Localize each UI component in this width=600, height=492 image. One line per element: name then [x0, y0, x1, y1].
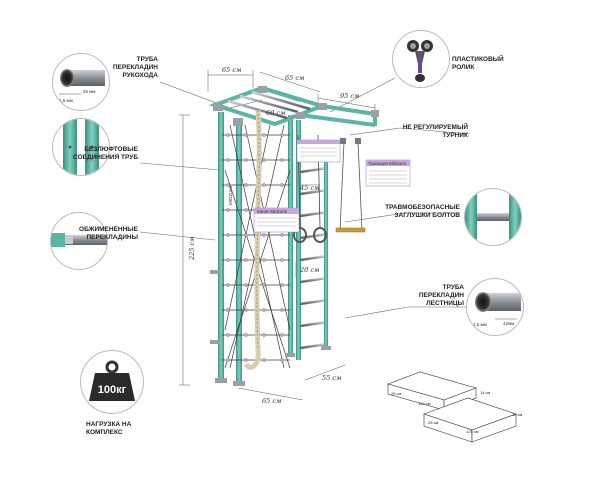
net-knot	[262, 133, 266, 137]
callout-non-adjustable-bar: НЕ РЕГУЛИРУЕМЫЙ ТУРНИК	[402, 124, 468, 139]
dim-height: 225 см	[188, 236, 196, 261]
dim-base-depth: 55 см	[322, 374, 341, 382]
net-knot	[280, 308, 284, 312]
callout-load: НАГРУЗКА НА КОМПЛЕКС	[86, 421, 132, 436]
net-knot	[226, 333, 230, 337]
tag-rope-title: Канат Midzumi	[257, 209, 287, 214]
net-knot	[280, 283, 284, 287]
accessory-tags: Трапеция Midzumi Канат Midzumi	[253, 139, 411, 233]
net-knot	[244, 158, 248, 162]
pipe-bottom-diam: 42мм	[503, 321, 514, 326]
net-knot	[262, 308, 266, 312]
net-knot	[244, 358, 248, 362]
box1-length: 122 см	[418, 401, 431, 406]
callout-safe-caps: ТРАВМОБЕЗОПАСНЫЕ ЗАГЛУШКИ БОЛТОВ	[385, 204, 460, 219]
brand-vertical: MIDZUMI	[228, 186, 233, 205]
net-knot	[226, 158, 230, 162]
net-knot	[226, 208, 230, 212]
tag-trapeze-title: Трапеция Midzumi	[368, 161, 406, 166]
net-knot	[226, 233, 230, 237]
tag-rings	[296, 139, 341, 163]
net-knot	[280, 333, 284, 337]
net-knot	[280, 358, 284, 362]
net-knot	[262, 183, 266, 187]
detail-seamless-joints	[52, 118, 110, 176]
callout-seamless-joints: БЕЗЛЮФТОВЫЕ СОЕДИНЕНИЯ ТРУБ	[72, 146, 138, 161]
net-knot	[226, 183, 230, 187]
net-knot	[244, 333, 248, 337]
box2-height: 14 см	[512, 412, 523, 417]
net-knot	[244, 308, 248, 312]
net-knot	[226, 258, 230, 262]
net-knot	[280, 233, 284, 237]
net-knot	[262, 333, 266, 337]
pipe-top-diam: 25 мм	[83, 89, 95, 94]
dimension-labels: 65 см 65 см 95 см 60 см 225 см 45 см 20 …	[188, 66, 359, 405]
net-knot	[262, 233, 266, 237]
net-knot	[262, 158, 266, 162]
net-knot	[244, 258, 248, 262]
box2-length: 125 см	[466, 429, 479, 434]
net-knot	[244, 183, 248, 187]
box2-width: 25 см	[428, 420, 439, 425]
package-box-2: 125 см 25 см 14 см	[423, 397, 523, 443]
dim-rung-gap: 45 см	[299, 184, 319, 192]
callout-ladder-pipe: ТРУБА ПЕРЕКЛАДИН ЛЕСТНИЦЫ	[418, 284, 464, 307]
box1-height: 14 см	[480, 390, 491, 395]
tag-rope: Канат Midzumi	[253, 207, 300, 233]
detail-crimped-rungs	[50, 212, 108, 270]
net-knot	[280, 158, 284, 162]
pipe-top-wall: 1,5 мм	[59, 98, 73, 103]
net-knot	[226, 283, 230, 287]
net-knot	[280, 183, 284, 187]
net-knot	[280, 258, 284, 262]
dim-small-gap: 20 см	[299, 266, 319, 274]
callout-pipe-handle: ТРУБА ПЕРЕКЛАДИН РУКОХОДА	[112, 56, 158, 79]
dim-top-width: 65 см	[222, 66, 241, 74]
detail-plastic-roller	[392, 30, 450, 88]
net-knot	[262, 283, 266, 287]
leader-lines	[139, 77, 471, 319]
frame: MIDZUMI	[179, 70, 379, 401]
detail-ladder-pipe: 42мм 1,5 мм	[466, 278, 524, 336]
net-knot	[244, 283, 248, 287]
callout-plastic-roller: ПЛАСТИКОВЫЙ РОЛИК	[452, 56, 504, 71]
detail-load: 100кг	[80, 350, 144, 414]
dim-inner: 60 см	[266, 109, 285, 117]
net-knot	[244, 233, 248, 237]
box1-width: 25 см	[391, 391, 402, 396]
detail-safe-caps	[464, 188, 522, 246]
tag-trapeze: Трапеция Midzumi	[365, 159, 411, 187]
net-knot	[262, 258, 266, 262]
net-knot	[226, 133, 230, 137]
dim-overhang: 95 см	[340, 92, 359, 100]
net-knot	[280, 133, 284, 137]
net-knot	[226, 308, 230, 312]
detail-pipe-handle: 25 мм 1,5 мм	[52, 53, 110, 111]
dim-top-depth: 65 см	[285, 74, 304, 82]
callout-crimped-rungs: ОБЖИМЕНЕННЫЕ ПЕРЕКЛАДИНЫ	[79, 226, 138, 241]
net-knot	[226, 358, 230, 362]
pipe-bottom-wall: 1,5 мм	[473, 322, 487, 327]
net-knot	[244, 208, 248, 212]
net-knot	[262, 358, 266, 362]
net-knot	[244, 133, 248, 137]
dim-base-width: 65 см	[262, 397, 281, 405]
weight-value: 100кг	[98, 384, 127, 396]
